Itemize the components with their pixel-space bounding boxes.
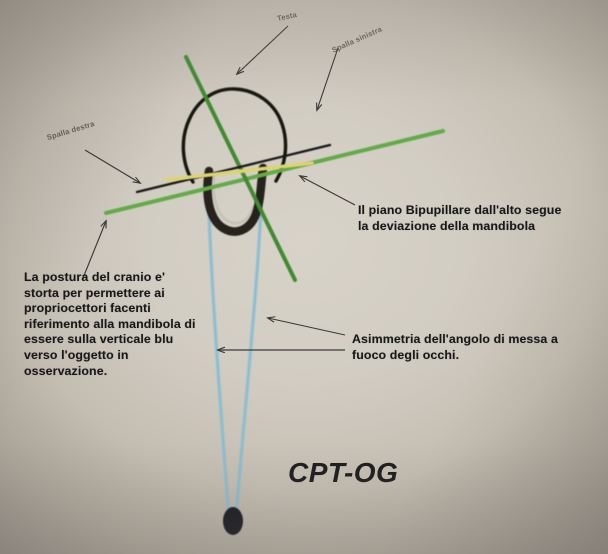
annotation-asymmetry-block: Asimmetria dell'angolo di messa a fuoco … <box>352 332 558 362</box>
arrow-spalla-sinistra <box>317 47 339 110</box>
arrow-testa <box>237 25 289 74</box>
figure-code-label: CPT-OG <box>288 457 399 488</box>
leader-arrows <box>82 25 356 350</box>
arrow-green-from-left-block <box>82 221 106 279</box>
observed-object <box>223 507 243 535</box>
shoulder-green-line <box>104 129 445 215</box>
second-green-line <box>184 55 297 282</box>
black-reference-line <box>135 143 332 194</box>
skull-outline <box>181 87 288 184</box>
mandible-inner-shadow <box>212 174 255 225</box>
annotation-posture-block: La postura del cranio e' storta per perm… <box>24 270 196 378</box>
arrow-spalla-destra <box>84 149 140 183</box>
annotation-bipupillar-block: Il piano Bipupillare dall'alto segue la … <box>358 203 562 233</box>
arrow-asymmetry-upper <box>268 318 346 336</box>
mandible-u-shape <box>203 163 268 236</box>
arrow-bipupillar <box>300 176 356 206</box>
bipupillar-yellow-line <box>163 161 314 182</box>
